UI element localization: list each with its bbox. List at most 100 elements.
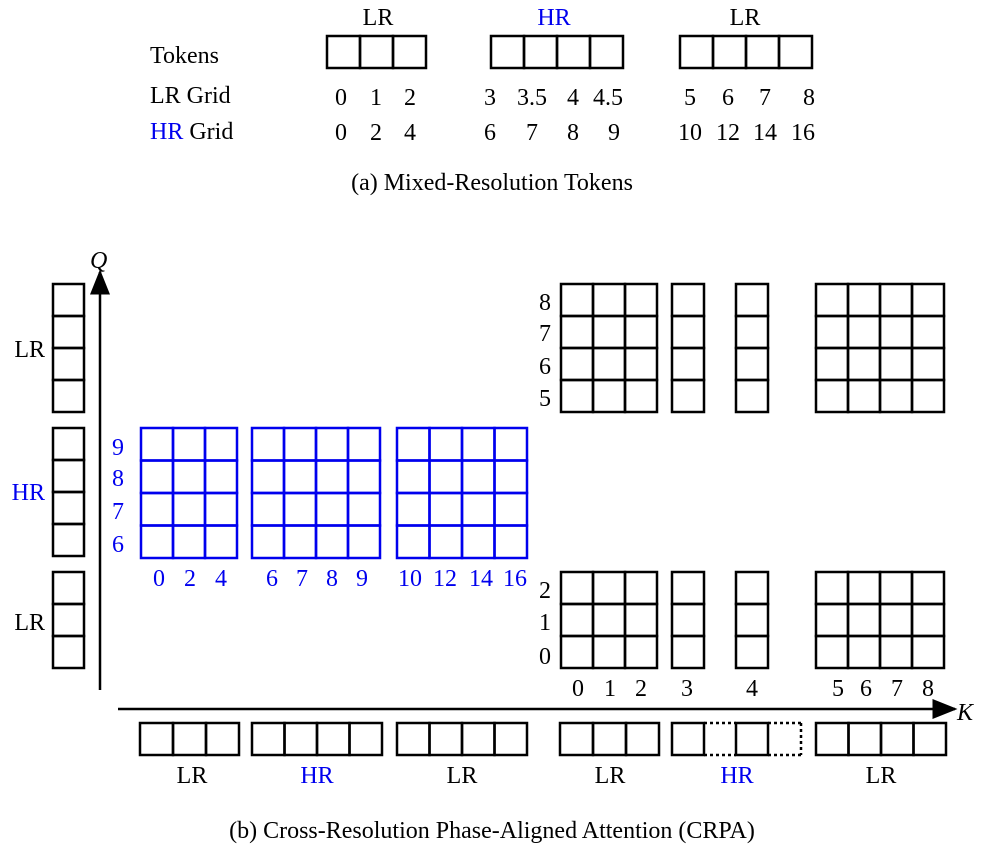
k-group-label-lr-4: LR bbox=[866, 763, 897, 789]
grid-cell bbox=[460, 721, 496, 757]
grid-cell bbox=[139, 491, 175, 527]
lr-row-label: 6 bbox=[539, 354, 551, 380]
grid-cell bbox=[203, 491, 239, 527]
grid-cell bbox=[623, 602, 659, 638]
grid-cell bbox=[314, 491, 350, 527]
q-token-column-hr bbox=[51, 426, 86, 558]
hr-grid-value: 0 bbox=[335, 120, 347, 146]
hr-attention-grid bbox=[139, 426, 239, 560]
q-group-label-hr: HR bbox=[12, 480, 45, 506]
grid-cell bbox=[51, 634, 86, 670]
k-token-hr-real bbox=[734, 721, 770, 757]
grid-cell bbox=[814, 378, 850, 414]
grid-cell bbox=[734, 378, 770, 414]
lr-upper-row-labels: 8 7 6 5 bbox=[539, 290, 551, 412]
hr-row-label: 9 bbox=[112, 435, 124, 461]
grid-cell bbox=[624, 721, 661, 757]
grid-cell bbox=[203, 426, 239, 462]
lr-grid-value: 3.5 bbox=[517, 85, 547, 111]
grid-cell bbox=[493, 426, 529, 462]
token-group-label-lr-2: LR bbox=[730, 5, 761, 31]
grid-cell bbox=[460, 459, 496, 495]
grid-cell bbox=[51, 602, 86, 638]
hr-row-labels: 9 8 7 6 bbox=[112, 435, 124, 558]
hr-grid-row-label: HR Grid bbox=[150, 119, 233, 145]
grid-cell bbox=[878, 346, 914, 382]
lr-grid-value: 4 bbox=[567, 85, 579, 111]
token-group-label-hr: HR bbox=[537, 5, 570, 31]
hr-grid-value: 4 bbox=[404, 120, 416, 146]
grid-cell bbox=[522, 34, 559, 70]
grid-cell bbox=[878, 602, 914, 638]
k-token-row-lr bbox=[395, 721, 529, 757]
grid-cell bbox=[846, 634, 882, 670]
hr-grid-value: 7 bbox=[526, 120, 538, 146]
grid-cell bbox=[734, 282, 770, 318]
grid-cell bbox=[555, 34, 592, 70]
grid-cell bbox=[910, 346, 946, 382]
lr-row-label: 5 bbox=[539, 386, 551, 412]
lr-attention-grid bbox=[814, 570, 946, 670]
grid-cell bbox=[591, 602, 627, 638]
grid-cell bbox=[670, 378, 706, 414]
grid-cell bbox=[591, 378, 627, 414]
token-strips bbox=[325, 34, 814, 70]
grid-cell bbox=[910, 634, 946, 670]
lr-attention-grid bbox=[814, 282, 946, 414]
grid-cell bbox=[591, 570, 627, 606]
grid-cell bbox=[670, 314, 706, 350]
attention-grids bbox=[139, 282, 946, 670]
lr-attention-grid bbox=[670, 570, 706, 670]
lr-grid-value: 0 bbox=[335, 85, 347, 111]
grid-cell bbox=[878, 314, 914, 350]
k-token-row-hr bbox=[250, 721, 384, 757]
grid-cell bbox=[315, 721, 351, 757]
lr-grid-value: 8 bbox=[803, 85, 815, 111]
grid-cell bbox=[878, 282, 914, 318]
grid-cell bbox=[910, 570, 946, 606]
grid-cell bbox=[623, 346, 659, 382]
caption-b: (b) Cross-Resolution Phase-Aligned Atten… bbox=[229, 818, 755, 844]
lr-grid-value: 2 bbox=[404, 85, 416, 111]
grid-cell bbox=[460, 491, 496, 527]
grid-cell bbox=[489, 34, 526, 70]
grid-cell bbox=[734, 570, 770, 606]
grid-cell bbox=[678, 34, 715, 70]
lr-row-label: 8 bbox=[539, 290, 551, 316]
k-token-rows bbox=[138, 721, 948, 757]
grid-cell bbox=[314, 524, 350, 560]
grid-cell bbox=[51, 426, 86, 462]
grid-cell bbox=[460, 426, 496, 462]
grid-cell bbox=[203, 524, 239, 560]
lr-col-label: 6 bbox=[860, 676, 872, 702]
k-axis-label: K bbox=[956, 700, 975, 726]
grid-cell bbox=[428, 524, 464, 560]
grid-cell bbox=[171, 491, 207, 527]
lr-col-label: 8 bbox=[922, 676, 934, 702]
grid-cell bbox=[734, 634, 770, 670]
hr-grid-value: 12 bbox=[716, 120, 740, 146]
grid-cell bbox=[878, 378, 914, 414]
lr-grid-value: 3 bbox=[484, 85, 496, 111]
grid-cell bbox=[348, 721, 384, 757]
grid-cell bbox=[139, 459, 175, 495]
k-token-row-lr bbox=[558, 721, 661, 757]
grid-cell bbox=[346, 491, 382, 527]
grid-cell bbox=[846, 570, 882, 606]
hr-row-label: 8 bbox=[112, 466, 124, 492]
grid-cell bbox=[670, 602, 706, 638]
grid-cell bbox=[814, 314, 850, 350]
grid-cell bbox=[734, 346, 770, 382]
grid-cell bbox=[670, 346, 706, 382]
grid-cell bbox=[814, 602, 850, 638]
lr-col-label: 5 bbox=[832, 676, 844, 702]
grid-cell bbox=[395, 426, 431, 462]
grid-cell bbox=[846, 378, 882, 414]
caption-a: (a) Mixed-Resolution Tokens bbox=[351, 170, 633, 196]
hr-col-label: 6 bbox=[266, 566, 278, 592]
grid-cell bbox=[282, 459, 318, 495]
grid-cell bbox=[910, 314, 946, 350]
grid-cell bbox=[493, 721, 529, 757]
grid-cell bbox=[171, 426, 207, 462]
